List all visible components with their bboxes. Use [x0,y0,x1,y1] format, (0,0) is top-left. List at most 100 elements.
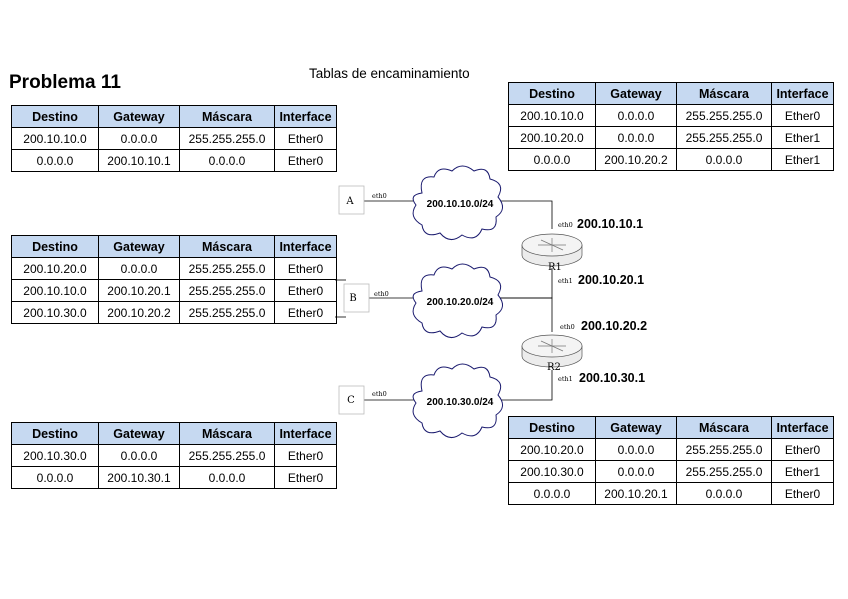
page-title: Problema 11 [9,72,121,93]
col-destino: Destino [508,82,596,105]
diagram-subtitle: Tablas de encaminamiento [309,66,470,81]
cell-interface: Ether1 [771,148,834,171]
table-row: 200.10.30.0 0.0.0.0 255.255.255.0 Ether1 [508,460,834,483]
network-cloud-1: 200.10.10.0/24 [412,165,504,241]
cell-interface: Ether0 [771,438,834,461]
link-r2-net3 [494,370,553,401]
router-r1: R1 eth0 200.10.10.1 eth1 200.10.20.1 [521,217,644,287]
col-destino: Destino [508,416,596,439]
host-b-label: B [349,293,356,304]
table-row: 0.0.0.0 200.10.10.1 0.0.0.0 Ether0 [11,149,337,172]
cell-destino: 0.0.0.0 [508,148,596,171]
network-3-label: 200.10.30.0/24 [427,397,494,408]
cell-interface: Ether1 [771,460,834,483]
cell-interface: Ether0 [274,466,337,489]
table-header-row: Destino Gateway Máscara Interface [11,105,337,128]
cell-gateway: 200.10.20.2 [595,148,677,171]
routing-table-host-c: Destino Gateway Máscara Interface 200.10… [11,422,337,489]
cell-gateway: 200.10.10.1 [98,149,180,172]
col-interface: Interface [274,422,337,445]
cell-destino: 200.10.30.0 [11,444,99,467]
cell-gateway: 0.0.0.0 [98,127,180,150]
cell-destino: 200.10.30.0 [508,460,596,483]
cell-mascara: 0.0.0.0 [676,482,772,505]
network-2-label: 200.10.20.0/24 [427,297,494,308]
cell-gateway: 200.10.20.1 [98,279,180,302]
router-arrows-icon [538,238,566,252]
table-row: 200.10.20.0 0.0.0.0 255.255.255.0 Ether0 [11,257,337,280]
col-mascara: Máscara [676,416,772,439]
router-r1-ip1: 200.10.20.1 [578,273,644,287]
cell-destino: 200.10.20.0 [508,126,596,149]
host-b: B eth0 [343,283,389,313]
cell-destino: 0.0.0.0 [11,466,99,489]
cell-mascara: 0.0.0.0 [179,149,275,172]
table-header-row: Destino Gateway Máscara Interface [11,422,337,445]
link-net2-r2 [494,297,553,332]
cell-gateway: 0.0.0.0 [595,126,677,149]
router-r1-ip0: 200.10.10.1 [577,217,643,231]
cell-destino: 0.0.0.0 [11,149,99,172]
link-net1-r1 [494,200,553,229]
cell-destino: 0.0.0.0 [508,482,596,505]
cell-mascara: 255.255.255.0 [676,104,772,127]
col-gateway: Gateway [595,82,677,105]
routing-table-router-r1: Destino Gateway Máscara Interface 200.10… [508,82,834,171]
cell-mascara: 0.0.0.0 [676,148,772,171]
routing-table-host-a: Destino Gateway Máscara Interface 200.10… [11,105,337,172]
cell-interface: Ether0 [274,149,337,172]
table-row: 0.0.0.0 200.10.20.1 0.0.0.0 Ether0 [508,482,834,505]
cell-mascara: 255.255.255.0 [676,126,772,149]
cell-gateway: 200.10.20.1 [595,482,677,505]
table-header-row: Destino Gateway Máscara Interface [508,82,834,105]
table-row: 200.10.10.0 200.10.20.1 255.255.255.0 Et… [11,279,337,302]
routing-table-router-r2: Destino Gateway Máscara Interface 200.10… [508,416,834,505]
router-r2-name: R2 [547,362,561,373]
host-c-iface: eth0 [372,390,387,398]
col-gateway: Gateway [98,422,180,445]
cell-interface: Ether0 [274,127,337,150]
col-mascara: Máscara [179,105,275,128]
host-a: A eth0 [338,185,387,215]
router-r2-eth1: eth1 [558,375,573,383]
col-destino: Destino [11,105,99,128]
table-row: 200.10.30.0 200.10.20.2 255.255.255.0 Et… [11,301,337,324]
table-header-row: Destino Gateway Máscara Interface [11,235,337,258]
col-mascara: Máscara [179,235,275,258]
host-c: C eth0 [338,385,387,415]
router-r1-name: R1 [548,262,562,273]
table-header-row: Destino Gateway Máscara Interface [508,416,834,439]
host-b-iface: eth0 [374,290,389,298]
router-r2: R2 eth0 200.10.20.2 eth1 200.10.30.1 [521,319,647,385]
host-c-label: C [347,395,355,406]
table-row: 200.10.10.0 0.0.0.0 255.255.255.0 Ether0 [508,104,834,127]
col-mascara: Máscara [676,82,772,105]
cell-mascara: 0.0.0.0 [179,466,275,489]
router-arrows-icon [538,339,566,353]
cell-mascara: 255.255.255.0 [179,444,275,467]
table-row: 0.0.0.0 200.10.20.2 0.0.0.0 Ether1 [508,148,834,171]
router-r2-eth0: eth0 [560,323,575,331]
cell-gateway: 0.0.0.0 [595,460,677,483]
router-r1-eth0: eth0 [558,221,573,229]
table-row: 200.10.20.0 0.0.0.0 255.255.255.0 Ether1 [508,126,834,149]
col-gateway: Gateway [98,105,180,128]
routing-table-host-b: Destino Gateway Máscara Interface 200.10… [11,235,337,324]
cell-destino: 200.10.10.0 [508,104,596,127]
network-cloud-2: 200.10.20.0/24 [412,263,504,339]
col-interface: Interface [274,105,337,128]
col-mascara: Máscara [179,422,275,445]
link-r1-net2 [494,268,553,299]
network-cloud-3: 200.10.30.0/24 [412,363,504,439]
col-gateway: Gateway [595,416,677,439]
col-destino: Destino [11,422,99,445]
cell-mascara: 255.255.255.0 [179,279,275,302]
cell-mascara: 255.255.255.0 [676,438,772,461]
cell-gateway: 0.0.0.0 [98,257,180,280]
host-a-label: A [345,196,354,207]
table-row: 200.10.30.0 0.0.0.0 255.255.255.0 Ether0 [11,444,337,467]
router-r1-eth1: eth1 [558,277,573,285]
cell-gateway: 200.10.30.1 [98,466,180,489]
router-r2-ip1: 200.10.30.1 [579,371,645,385]
